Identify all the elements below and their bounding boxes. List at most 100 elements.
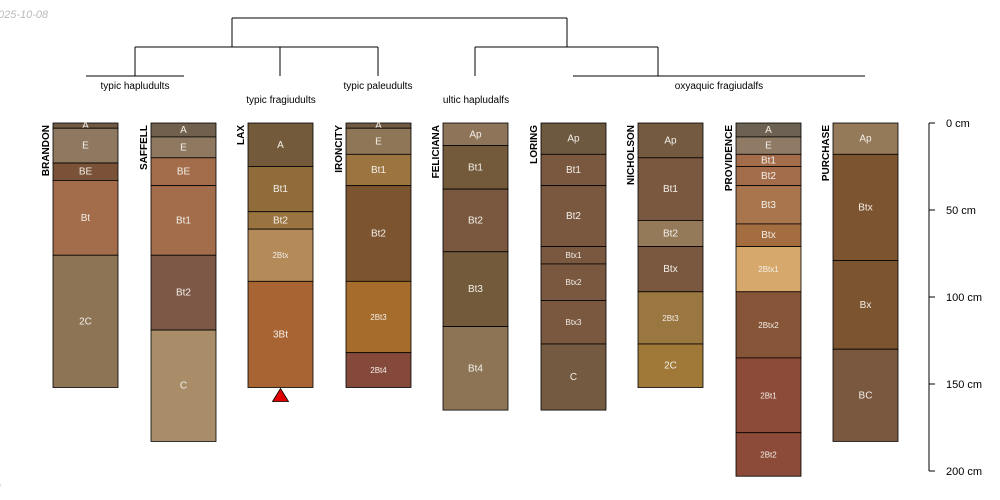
- profile-name: FELICIANA: [431, 125, 442, 178]
- horizon-label: 2Btx2: [758, 321, 779, 330]
- horizon-bt2: [637, 220, 704, 247]
- profile-name: LAX: [236, 125, 247, 145]
- horizon-label: 2Bt2: [760, 450, 777, 459]
- corner-stamp: l: [0, 483, 1, 495]
- horizon-bt1: [247, 166, 314, 213]
- horizon-bx: [832, 260, 899, 350]
- horizon-3bt: [247, 280, 314, 388]
- horizon-bt2: [540, 185, 607, 247]
- horizon-2btx1: [735, 246, 802, 293]
- horizon-label: C: [180, 381, 187, 392]
- depth-tick-label: 150 cm: [946, 379, 982, 391]
- horizon-bc: [832, 348, 899, 442]
- horizon-label: A: [765, 125, 772, 136]
- horizon-label: Bt2: [371, 228, 386, 239]
- horizon-ap: [832, 122, 899, 155]
- horizon-c: [150, 329, 217, 442]
- horizon-label: 2Bt1: [760, 391, 777, 400]
- horizon-2bt4: [345, 352, 412, 388]
- horizon-label: Bt1: [468, 162, 483, 173]
- horizon-label: BC: [859, 390, 873, 401]
- profile-name: SAFFELL: [139, 125, 150, 170]
- horizon-label: Bt1: [663, 184, 678, 195]
- horizon-label: Bt2: [761, 171, 776, 182]
- date-stamp: 025-10-08: [0, 9, 49, 21]
- profile-name: LORING: [529, 125, 540, 164]
- horizon-label: Ap: [469, 129, 482, 140]
- profile-providence: AEBt1Bt2Bt3Btx2Btx12Btx22Bt12Bt2PROVIDEN…: [724, 122, 802, 477]
- horizon-label: 2Btx: [272, 251, 288, 260]
- horizon-bt3: [735, 185, 802, 225]
- horizon-label: Bt1: [371, 165, 386, 176]
- horizon-label: Bt3: [761, 200, 776, 211]
- horizon-c: [540, 343, 607, 411]
- horizon-label: E: [375, 136, 382, 147]
- horizon-e: [345, 127, 412, 155]
- horizon-bt1: [345, 153, 412, 187]
- group-label: typic hapludults: [101, 81, 170, 92]
- horizon-label: 3Bt: [273, 329, 288, 340]
- horizon-label: Bt2: [273, 215, 288, 226]
- horizon-label: C: [570, 372, 577, 383]
- horizon-bt: [52, 180, 119, 256]
- horizon-label: A: [277, 140, 284, 151]
- profile-name: PROVIDENCE: [724, 125, 735, 191]
- depth-tick-label: 100 cm: [946, 292, 982, 304]
- horizon-label: Bt3: [468, 284, 483, 295]
- horizon-label: Bt1: [566, 165, 581, 176]
- horizon-label: Bt: [81, 213, 91, 224]
- horizon-label: 2Btx1: [758, 265, 779, 274]
- horizon-label: 2Bt4: [370, 366, 387, 375]
- horizon-label: Btx2: [565, 278, 582, 287]
- horizon-btx: [832, 153, 899, 261]
- horizon-label: Btx3: [565, 318, 582, 327]
- horizon-label: Btx1: [565, 251, 582, 260]
- horizon-2bt3: [637, 291, 704, 345]
- horizon-label: Btx: [663, 264, 677, 275]
- group-label: typic paleudults: [344, 81, 413, 92]
- horizon-label: Bt2: [663, 228, 678, 239]
- horizon-label: A: [375, 121, 382, 132]
- depth-tick-label: 50 cm: [946, 205, 976, 217]
- horizon-label: 2C: [79, 316, 92, 327]
- horizon-2btx2: [735, 291, 802, 359]
- horizon-label: 2C: [664, 361, 677, 372]
- horizon-label: A: [180, 125, 187, 136]
- horizon-be: [150, 157, 217, 187]
- horizon-label: E: [765, 141, 772, 152]
- horizon-label: A: [82, 121, 89, 132]
- horizon-2bt3: [345, 280, 412, 354]
- horizon-btx3: [540, 300, 607, 345]
- horizon-2btx: [247, 228, 314, 282]
- horizon-bt4: [442, 326, 509, 411]
- horizon-label: Btx: [858, 202, 872, 213]
- profile-name: PURCHASE: [821, 125, 832, 181]
- horizon-2bt2: [735, 432, 802, 477]
- horizon-bt1: [442, 145, 509, 190]
- horizon-label: BE: [79, 167, 93, 178]
- horizon-btx: [637, 246, 704, 293]
- horizon-bt1: [150, 185, 217, 256]
- horizon-bt2: [345, 185, 412, 282]
- profile-name: IRONCITY: [334, 125, 345, 173]
- horizon-label: Bt4: [468, 363, 483, 374]
- horizon-2c: [52, 254, 119, 388]
- dendrogram: [86, 17, 865, 77]
- group-label: oxyaquic fragiudalfs: [675, 81, 763, 92]
- profile-name: BRANDON: [41, 125, 52, 176]
- horizon-a: [247, 122, 314, 167]
- horizon-label: Btx: [761, 230, 775, 241]
- horizon-label: Bt2: [468, 215, 483, 226]
- depth-tick-label: 0 cm: [946, 118, 970, 130]
- horizon-2bt1: [735, 357, 802, 434]
- horizon-label: Ap: [859, 134, 872, 145]
